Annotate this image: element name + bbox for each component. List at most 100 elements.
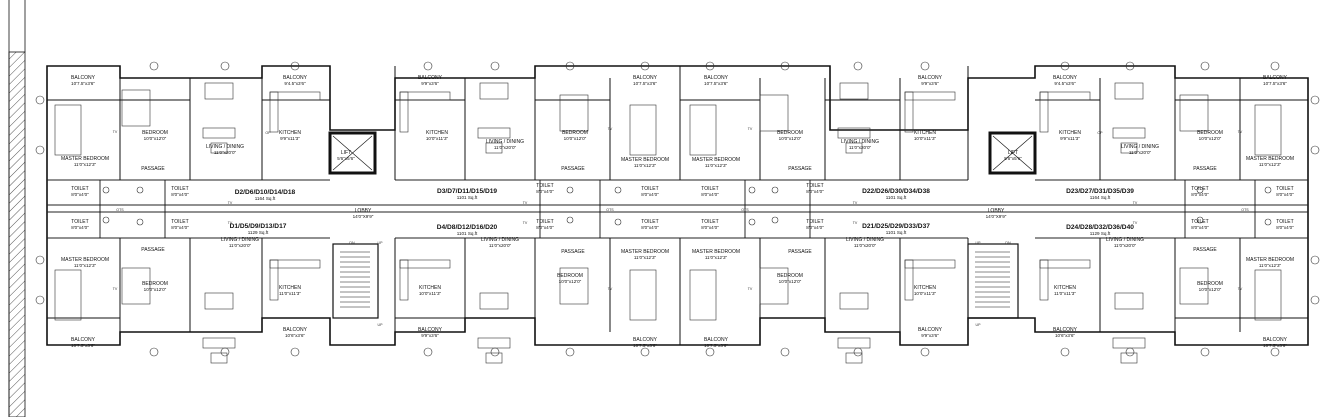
column-tag: [220, 61, 230, 71]
toilet-label: TOILET: [701, 186, 718, 192]
sheet-border: [8, 0, 26, 417]
bedroom-label: BEDROOM: [1197, 281, 1223, 287]
lobby-left: [328, 131, 379, 319]
unit-area-d2: 1164 Sq.ft: [255, 196, 276, 201]
bed: [1254, 269, 1282, 321]
kitchen-size: 10'0"x11'3": [419, 291, 442, 296]
kitchen-label: KITCHEN: [426, 130, 448, 136]
corridor: [47, 179, 1308, 239]
tv-label: TV: [748, 287, 753, 291]
kitchen-size: 11'0"x11'3": [1054, 291, 1076, 296]
kitchen-counter: [904, 91, 956, 101]
column-tag: [920, 61, 930, 71]
dn-label: DN: [1005, 241, 1011, 245]
kitchen-counter: [269, 91, 321, 101]
master-bedroom-label: MASTER BEDROOM: [692, 249, 740, 255]
bed: [54, 269, 82, 321]
balcony-size: 10'6"x3'6": [285, 333, 305, 338]
column-tag: [1310, 95, 1320, 105]
balcony-size: 10'7.5"x3'6": [633, 81, 657, 86]
column-tag: [640, 347, 650, 357]
kitchen-label: KITCHEN: [279, 130, 301, 136]
lobby-size: 14'0"X9'9": [986, 214, 1007, 219]
kitchen-size: 9'9"x11'3": [1060, 136, 1080, 141]
wc: [102, 216, 110, 224]
wc: [1264, 218, 1272, 226]
living-dining-label: LIVING / DINING: [1106, 237, 1144, 243]
tv-label: TV: [1133, 221, 1138, 225]
bedroom-label: BEDROOM: [557, 273, 583, 279]
column-tag: [565, 347, 575, 357]
column-tag: [1310, 255, 1320, 265]
sofa: [202, 337, 236, 349]
toilet-label: TOILET: [171, 186, 188, 192]
bed: [559, 267, 589, 305]
toilet-label: TOILET: [536, 183, 553, 189]
column-tag: [1270, 61, 1280, 71]
wc: [748, 186, 756, 194]
unit-name-d21: D21/D25/D29/D33/D37: [862, 223, 930, 230]
balcony-label: BALCONY: [704, 75, 729, 81]
lift-label: LIFT: [1008, 150, 1018, 156]
column-tag: [1125, 347, 1135, 357]
balcony-size: 9'4.5"x3'6": [1054, 81, 1076, 86]
wc: [771, 216, 779, 224]
kitchen-counter: [399, 91, 451, 101]
living-dining-size: 11'0"x20'0": [229, 243, 252, 248]
column-tag: [920, 347, 930, 357]
dining-table: [204, 292, 234, 310]
balcony-label: BALCONY: [71, 75, 96, 81]
column-tag: [35, 145, 45, 155]
toilet-size: 8'0"x4'0": [701, 192, 719, 197]
kitchen-counter: [269, 91, 279, 133]
wc: [136, 186, 144, 194]
kitchen-label: KITCHEN: [914, 130, 936, 136]
balcony-size: 10'7.5"x3'6": [704, 81, 728, 86]
kitchen-size: 10'0"x11'3": [426, 136, 449, 141]
column-tag: [290, 347, 300, 357]
tv-label: TV: [608, 127, 613, 131]
column-tag: [1200, 347, 1210, 357]
dining-table: [204, 82, 234, 100]
toilet-size: 8'0"x4'0": [71, 192, 89, 197]
passage-label: PASSAGE: [561, 166, 585, 172]
kitchen-size: 10'0"x11'3": [914, 291, 937, 296]
bed: [121, 267, 151, 305]
tv-label: TV: [853, 201, 858, 205]
living-dining-label: LIVING / DINING: [486, 139, 524, 145]
balcony-size: 10'7.5"x3'6": [1263, 343, 1287, 348]
kitchen-label: KITCHEN: [279, 285, 301, 291]
balcony-label: BALCONY: [283, 75, 308, 81]
dining-table: [1114, 82, 1144, 100]
bed: [121, 89, 151, 127]
passage-label: PASSAGE: [561, 249, 585, 255]
master-bedroom-size: 11'0"x12'3": [74, 263, 97, 268]
living-dining-size: 11'0"x20'0": [849, 145, 872, 150]
bed: [629, 104, 657, 156]
lift-size: 5'6"x5'6": [1004, 156, 1022, 161]
passage-label: PASSAGE: [1193, 166, 1217, 172]
toilet-size: 8'0"x4'0": [1276, 225, 1294, 230]
coffee-table: [845, 352, 863, 364]
living-dining-label: LIVING / DINING: [841, 139, 879, 145]
coffee-table: [1120, 352, 1138, 364]
tv-label: TV: [523, 201, 528, 205]
margin-hatch: [8, 51, 26, 417]
unit-name-d22: D22/D26/D30/D34/D38: [862, 188, 930, 195]
interior-walls: [47, 66, 1308, 345]
master-bedroom-label: MASTER BEDROOM: [621, 249, 669, 255]
column-tag: [149, 61, 159, 71]
passage-label: PASSAGE: [788, 166, 812, 172]
balcony-size: 10'7.5"x3'6": [704, 343, 728, 348]
toilet-size: 8'0"x4'0": [1276, 192, 1294, 197]
column-tag: [490, 347, 500, 357]
coffee-table: [485, 142, 503, 154]
master-bedroom-size: 11'0"x12'3": [634, 255, 657, 260]
kitchen-size: 10'0"x11'3": [914, 136, 937, 141]
master-bedroom-size: 11'0"x12'3": [1259, 263, 1282, 268]
kitchen-counter: [1039, 259, 1049, 301]
kitchen-counter: [904, 259, 956, 269]
kitchen-counter: [269, 259, 279, 301]
toilet-size: 8'0"x4'0": [71, 225, 89, 230]
column-tag: [423, 61, 433, 71]
